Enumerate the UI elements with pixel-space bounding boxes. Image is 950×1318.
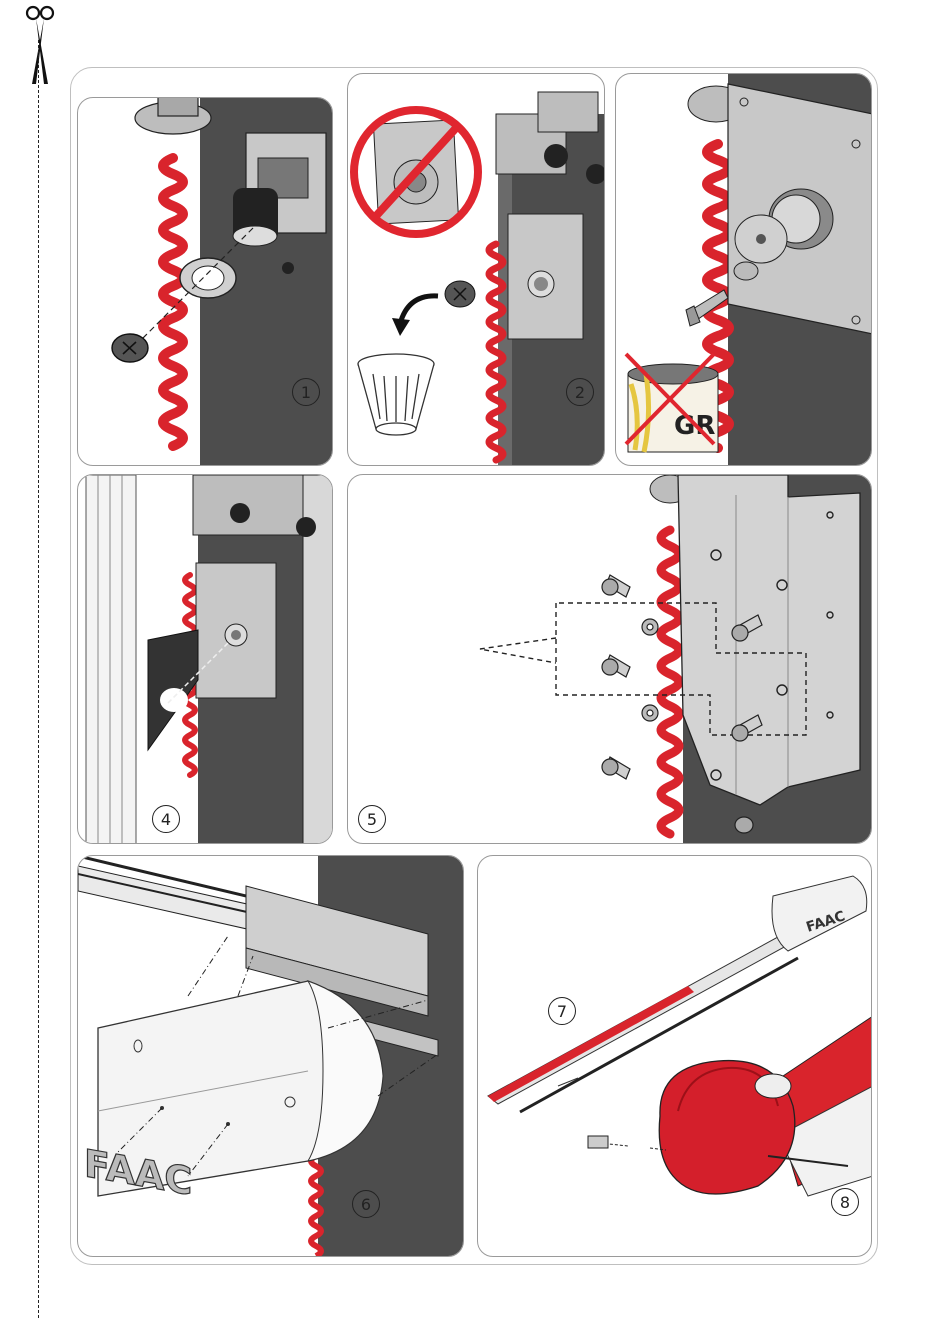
step-7-8-panel: FAAC 7 8	[477, 855, 872, 1257]
step-5-panel: 5	[347, 474, 872, 844]
step-3-panel: GR	[615, 73, 872, 466]
step-1-panel: 1	[77, 97, 333, 466]
step-number: 2	[566, 378, 594, 406]
step-number: 1	[292, 378, 320, 406]
step-6-panel: FAAC 6	[77, 855, 464, 1257]
spring-coil	[163, 158, 183, 446]
step-number: 6	[352, 1190, 380, 1218]
step-number: 4	[152, 805, 180, 833]
spring-coil	[661, 530, 679, 834]
step-number: 5	[358, 805, 386, 833]
step-4-panel: 4	[77, 474, 333, 844]
grease-can: GR	[628, 364, 718, 452]
scissors-icon	[22, 4, 58, 90]
step-2-panel: 2	[347, 73, 605, 466]
prohibited-sign-icon	[354, 110, 478, 234]
boom-end-cap: FAAC	[772, 876, 867, 951]
step-number: 7	[548, 997, 576, 1025]
step-number: 8	[831, 1188, 859, 1216]
waste-basket-icon	[358, 354, 434, 435]
cut-line	[38, 40, 39, 1318]
